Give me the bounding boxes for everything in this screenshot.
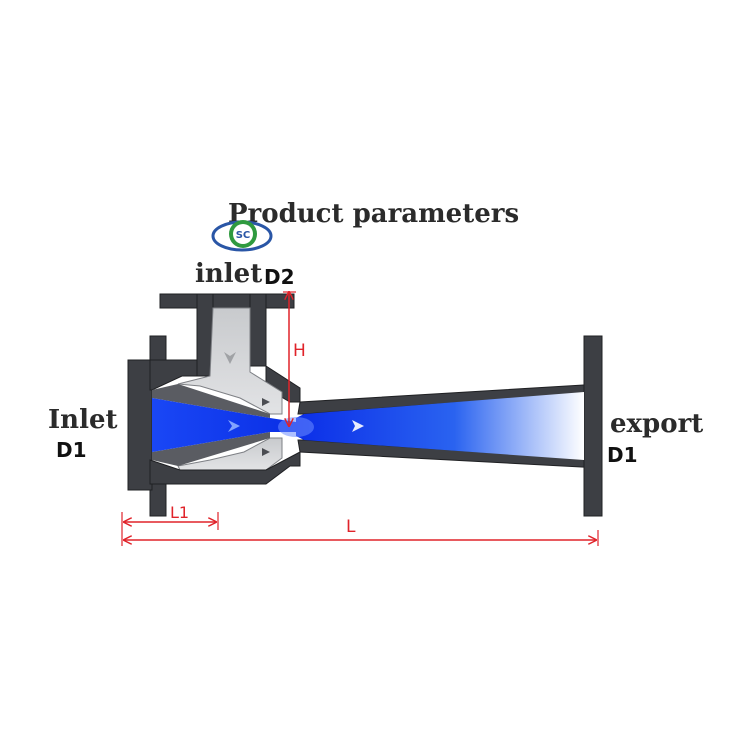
motive-flow-jet (152, 398, 296, 452)
dimension-l-label: L (346, 517, 356, 537)
dimension-l1-label: L1 (170, 503, 189, 522)
dimension-h: H (283, 292, 306, 426)
flow-arrows (224, 352, 364, 456)
dimension-l: L (124, 517, 599, 546)
dimension-h-label: H (293, 341, 306, 361)
diagram-title: Product parameters (228, 199, 519, 229)
dimension-l1: L1 (121, 503, 219, 546)
label-export-dim: D1 (607, 443, 638, 467)
diffuser-flow (296, 392, 584, 460)
ejector-body (127, 293, 603, 517)
label-inlet-top: inlet (195, 259, 262, 289)
label-export: export (610, 409, 703, 439)
label-inlet-side: Inlet (48, 405, 118, 435)
label-inlet-side-dim: D1 (56, 438, 87, 462)
logo-text: SC (236, 230, 251, 241)
label-inlet-top-dim: D2 (264, 265, 295, 289)
company-logo: SC (211, 220, 273, 252)
